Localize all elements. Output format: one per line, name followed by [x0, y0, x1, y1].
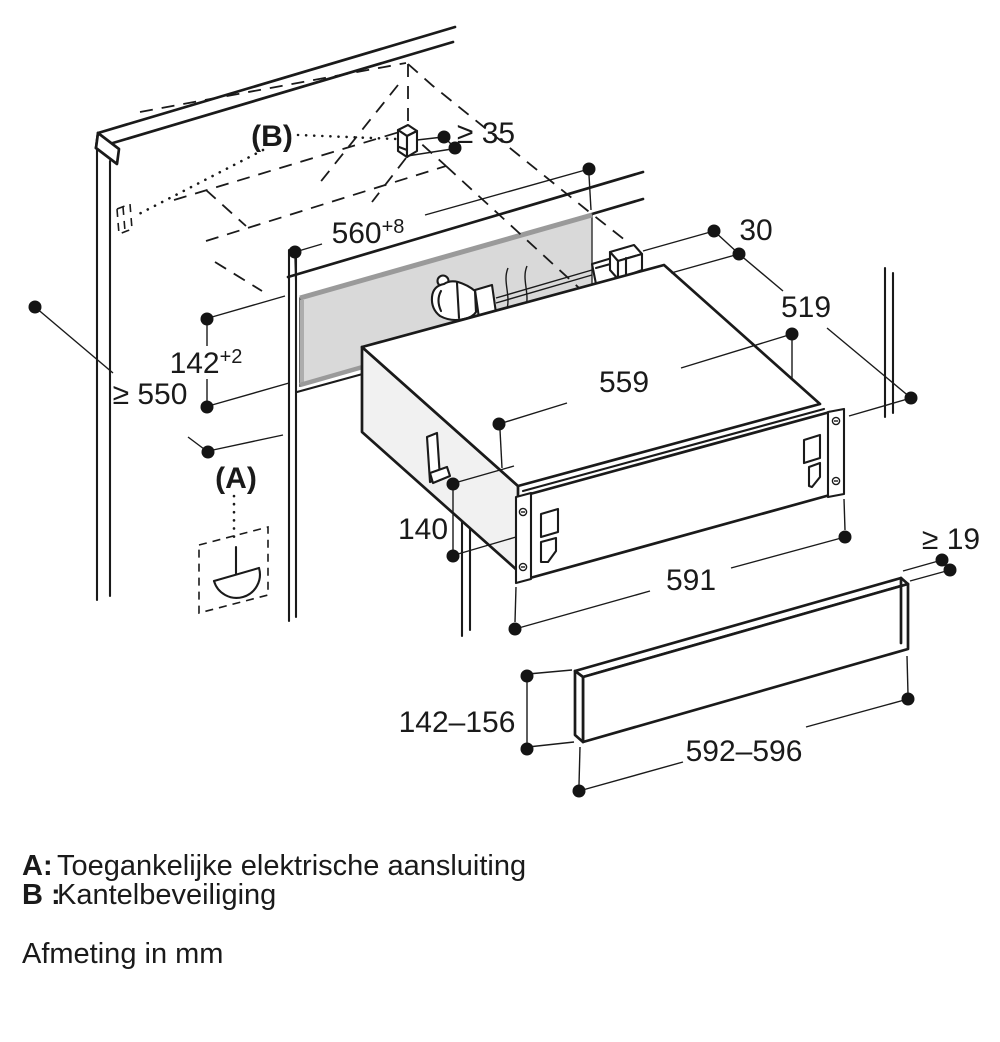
anti-tilt-rail — [425, 431, 452, 485]
socket-outlet — [198, 494, 269, 615]
drawer-top-face — [360, 263, 822, 488]
dimension-front-width — [508, 498, 852, 636]
legend: A:Toegankelijke elektrische aansluiting … — [22, 850, 526, 970]
legend-line-a: A:Toegankelijke elektrische aansluiting — [22, 850, 526, 882]
dim-front-width: 591 — [666, 564, 716, 597]
dimension-clamp-clearance — [406, 130, 462, 157]
dim-appliance-height: 140 — [398, 513, 448, 546]
cabinet-left-panel — [95, 148, 112, 602]
front-panel-left-end — [573, 669, 585, 744]
countertop-cutout-projection — [139, 62, 631, 299]
countertop — [94, 25, 645, 279]
dim-rear-gap: 30 — [739, 214, 772, 247]
anti-tilt-clamp-top — [396, 123, 419, 159]
dim-cabinet-depth: ≥ 550 — [113, 378, 188, 411]
text-labels: (B) (A) ≥ 35 560+8 30 519 559 142+2 ≥ 55… — [113, 117, 981, 768]
mains-connector — [590, 243, 644, 286]
countertop-left-end — [94, 131, 121, 166]
dimension-cabinet-depth — [28, 300, 284, 459]
dimension-appliance-height — [446, 465, 517, 563]
b-leader-lines — [135, 133, 398, 217]
dim-appliance-width: 559 — [599, 366, 649, 399]
dim-clamp-clearance: ≥ 35 — [457, 117, 515, 150]
front-panel-face — [581, 582, 910, 744]
dimension-niche-height — [200, 295, 290, 414]
appliance-drawer — [360, 263, 846, 585]
bracket-screw-holes — [518, 416, 841, 572]
legend-note: Afmeting in mm — [22, 938, 223, 970]
front-panel — [573, 576, 910, 744]
dimension-panel-height — [520, 669, 575, 756]
mounting-bracket-right — [826, 407, 846, 499]
dim-panel-height: 142–156 — [399, 706, 516, 739]
dim-appliance-depth: 519 — [781, 291, 831, 324]
dim-niche-height: 142+2 — [170, 346, 243, 380]
ventilation-openings — [539, 433, 822, 564]
label-a: (A) — [215, 462, 257, 495]
label-b: (B) — [251, 120, 293, 153]
dimension-niche-width — [288, 162, 596, 292]
socket-dashed-box — [198, 525, 269, 615]
dim-panel-thickness: ≥ 19 — [922, 523, 980, 556]
dim-panel-width: 592–596 — [686, 735, 803, 768]
dim-niche-width: 560+8 — [332, 216, 405, 250]
mounting-bracket-left — [514, 491, 533, 585]
legend-line-b: B :Kantelbeveiliging — [22, 879, 276, 911]
dimension-panel-thickness — [902, 553, 957, 582]
anti-tilt-clamp-left — [116, 202, 133, 236]
dimension-panel-width — [572, 655, 915, 798]
dimension-appliance-depth — [732, 247, 918, 417]
dimension-appliance-width — [492, 327, 799, 469]
